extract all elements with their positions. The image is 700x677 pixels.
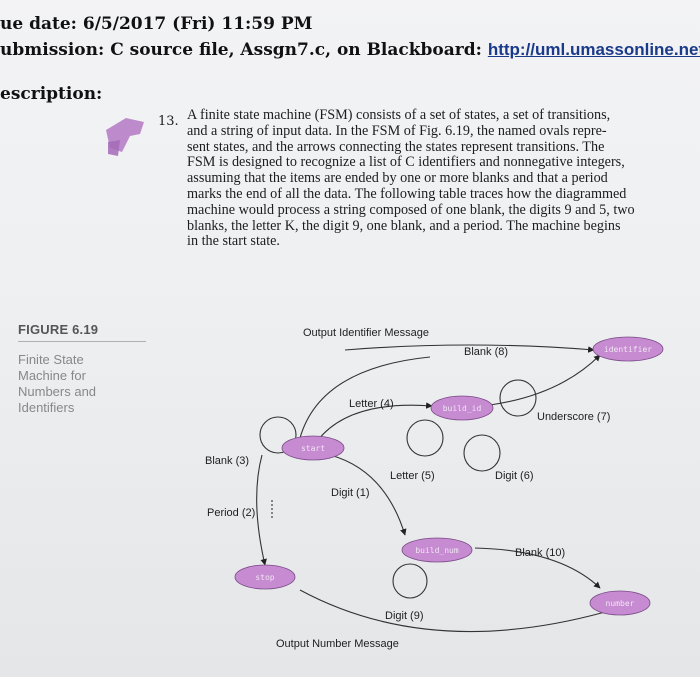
state-build-id: build_id xyxy=(430,395,494,421)
build-id-loop-underscore xyxy=(499,379,537,417)
label-digit6: Digit (6) xyxy=(495,470,534,482)
problem-line: blanks, the letter K, the digit 9, one b… xyxy=(187,217,621,234)
submission-label: ubmission: xyxy=(0,40,105,60)
state-number: number xyxy=(589,590,651,616)
build-num-self-loop xyxy=(392,563,428,599)
state-start-label: start xyxy=(301,444,325,453)
label-blank10: Blank (10) xyxy=(515,547,565,559)
state-build-id-label: build_id xyxy=(443,404,482,413)
figure-title: FIGURE 6.19 xyxy=(18,322,99,337)
state-build-num-label: build_num xyxy=(415,546,459,555)
problem-paragraph: A finite state machine (FSM) consists of… xyxy=(187,108,697,250)
state-stop-label: stop xyxy=(255,573,274,582)
label-underscore7: Underscore (7) xyxy=(537,411,610,423)
submission-text: C source file, Assgn7.c, on Blackboard: xyxy=(110,40,482,60)
state-identifier-label: identifier xyxy=(604,345,652,354)
problem-line: FSM is designed to recognize a list of C… xyxy=(187,154,625,171)
label-digit1: Digit (1) xyxy=(331,487,370,499)
label-output-identifier: Output Identifier Message xyxy=(303,327,429,339)
problem-line: sent states, and the arrows connecting t… xyxy=(187,138,605,155)
label-blank8: Blank (8) xyxy=(464,346,508,358)
label-letter5: Letter (5) xyxy=(390,470,435,482)
label-blank3: Blank (3) xyxy=(205,455,249,467)
label-digit9: Digit (9) xyxy=(385,610,424,622)
problem-line: machine would process a string composed … xyxy=(187,201,635,218)
state-identifier: identifier xyxy=(592,336,664,362)
label-letter4: Letter (4) xyxy=(349,398,394,410)
label-output-number: Output Number Message xyxy=(276,638,399,650)
figure-caption-line: Finite State xyxy=(18,352,84,367)
start-self-loop xyxy=(259,416,297,454)
submission-line: ubmission: C source file, Assgn7.c, on B… xyxy=(0,40,700,60)
state-number-label: number xyxy=(606,599,635,608)
due-date-value: 6/5/2017 (Fri) 11:59 PM xyxy=(82,14,313,34)
build-id-loop-letter xyxy=(406,419,444,457)
state-build-num: build_num xyxy=(401,537,473,563)
problem-line: in the start state. xyxy=(187,233,280,250)
state-start: start xyxy=(281,435,345,461)
build-id-loop-digit xyxy=(463,434,501,472)
problem-line: assuming that the items are ended by one… xyxy=(187,170,608,187)
submission-link[interactable]: http://uml.umassonline.net xyxy=(487,40,700,59)
figure-caption-line: Numbers and xyxy=(18,384,97,399)
label-period2: Period (2) xyxy=(207,507,255,519)
problem-number: 13. xyxy=(158,114,179,129)
problem-line: and a string of input data. In the FSM o… xyxy=(187,122,607,139)
purple-tab-mark xyxy=(106,118,144,156)
due-date-line: ue date: 6/5/2017 (Fri) 11:59 PM xyxy=(0,14,312,34)
due-date-label: ue date: xyxy=(0,14,77,34)
problem-line: marks the end of all the data. The follo… xyxy=(187,185,627,202)
figure-caption-line: Machine for xyxy=(18,368,86,383)
problem-line: A finite state machine (FSM) consists of… xyxy=(187,108,611,123)
figure-caption-line: Identifiers xyxy=(18,400,75,415)
state-stop: stop xyxy=(234,564,296,590)
description-heading: escription: xyxy=(0,84,103,104)
figure-divider xyxy=(18,341,146,342)
